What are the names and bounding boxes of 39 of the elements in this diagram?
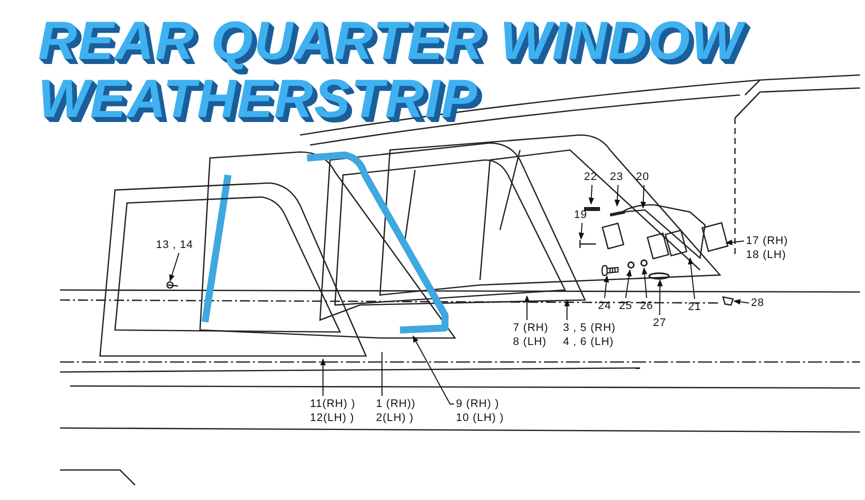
callout-number: 11(RH) ) 12(LH) ): [310, 397, 356, 425]
leader-line: [412, 335, 454, 404]
leader-line: [524, 295, 530, 320]
leader-line: [640, 184, 646, 209]
callout-number: 13 , 14: [156, 238, 194, 252]
leader-line: [733, 299, 750, 305]
leader-line: [588, 184, 594, 205]
callout-number: 17 (RH) 18 (LH): [746, 234, 790, 262]
callout-number: 19: [574, 208, 588, 222]
callout-number: 9 (RH) ) 10 (LH) ): [456, 397, 505, 425]
title: REAR QUARTER WINDOW WEATHERSTRIP: [38, 12, 778, 128]
callout-number: 26: [640, 299, 654, 313]
leader-line: [169, 252, 180, 282]
callout-number: 28: [751, 296, 766, 310]
leader-line: [320, 358, 326, 396]
leader-line: [625, 269, 632, 298]
callout-number: 24: [598, 299, 612, 313]
leader-line: [657, 279, 663, 316]
callout-number: 1 (RH)) 2(LH) ): [376, 397, 417, 425]
bolt-drawing: [722, 296, 734, 306]
bolt-drawing: [601, 265, 619, 275]
callout-number: 23: [610, 170, 624, 184]
leader-line: [614, 184, 620, 207]
leader-line: [564, 299, 570, 320]
callout-number: 22: [584, 170, 598, 184]
callout-number: 20: [636, 170, 650, 184]
callout-number: 21: [688, 300, 702, 314]
callout-number: 25: [619, 299, 632, 313]
washer-ring: [640, 259, 648, 267]
callout-number: 7 (RH) 8 (LH): [513, 321, 550, 349]
callout-number: 3 , 5 (RH) 4 , 6 (LH): [563, 321, 617, 349]
washer-ring: [627, 261, 635, 269]
callout-number: 27: [653, 316, 666, 330]
leader-line: [642, 267, 648, 298]
leader-line: [604, 275, 610, 298]
gasket-ring: [648, 272, 670, 280]
leader-line: [578, 222, 584, 240]
leader-line: [725, 240, 744, 246]
leader-line: [688, 257, 696, 300]
